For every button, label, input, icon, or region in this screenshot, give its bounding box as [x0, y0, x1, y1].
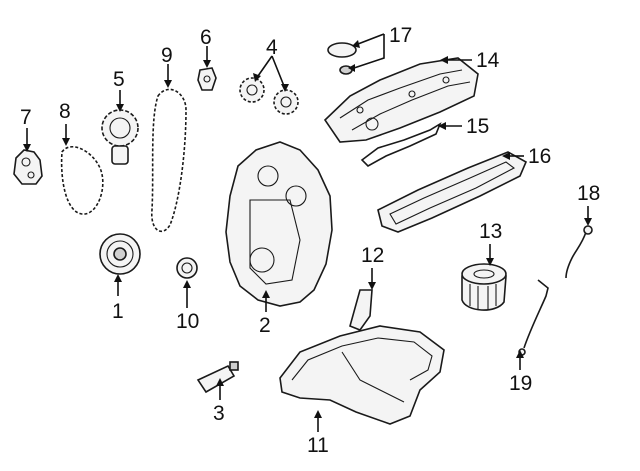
part-17-oil-cap: [327, 42, 357, 75]
part-18-dipstick-tube: [565, 225, 593, 279]
callout-labels: 7 8 5 9 6 4 17 14 15 16 18 13 12 1 10 2 …: [20, 24, 600, 457]
callout-19: 19: [509, 372, 532, 395]
callout-16: 16: [528, 145, 551, 168]
part-1-crank-pulley: [99, 233, 141, 275]
callout-3: 3: [213, 402, 225, 425]
part-3-sealant-tube: [196, 361, 239, 394]
callout-15: 15: [466, 115, 489, 138]
callout-18: 18: [577, 182, 600, 205]
part-15-gasket: [360, 122, 442, 167]
callout-9: 9: [161, 44, 173, 67]
callout-12: 12: [361, 244, 384, 267]
callout-14: 14: [476, 49, 500, 72]
part-8-timing-chain: [60, 146, 104, 215]
callout-7: 7: [20, 106, 32, 129]
callout-11: 11: [307, 434, 329, 457]
part-14-valve-cover: [323, 57, 479, 143]
part-10-seal: [176, 257, 198, 279]
part-12-pickup-tube: [349, 289, 373, 331]
leader-lines: [23, 33, 592, 432]
callout-6: 6: [200, 26, 212, 49]
part-13-oil-filter: [461, 263, 507, 311]
part-5-sprocket: [101, 109, 139, 165]
part-9-timing-chain: [151, 88, 187, 233]
callout-4: 4: [266, 36, 278, 59]
callout-1: 1: [112, 300, 124, 323]
part-2-timing-cover: [225, 141, 333, 307]
part-6-sensor: [197, 67, 217, 91]
part-16-gasket: [377, 151, 528, 233]
callout-13: 13: [479, 220, 502, 243]
callout-5: 5: [113, 68, 125, 91]
part-11-oil-pan: [279, 325, 445, 425]
callout-2: 2: [259, 314, 271, 337]
callout-17: 17: [389, 24, 412, 47]
callout-8: 8: [59, 100, 71, 123]
part-7-tensioner: [13, 149, 43, 185]
part-19-dipstick: [518, 279, 549, 356]
callout-10: 10: [176, 310, 199, 333]
part-4-cam-sprockets: [239, 77, 299, 115]
